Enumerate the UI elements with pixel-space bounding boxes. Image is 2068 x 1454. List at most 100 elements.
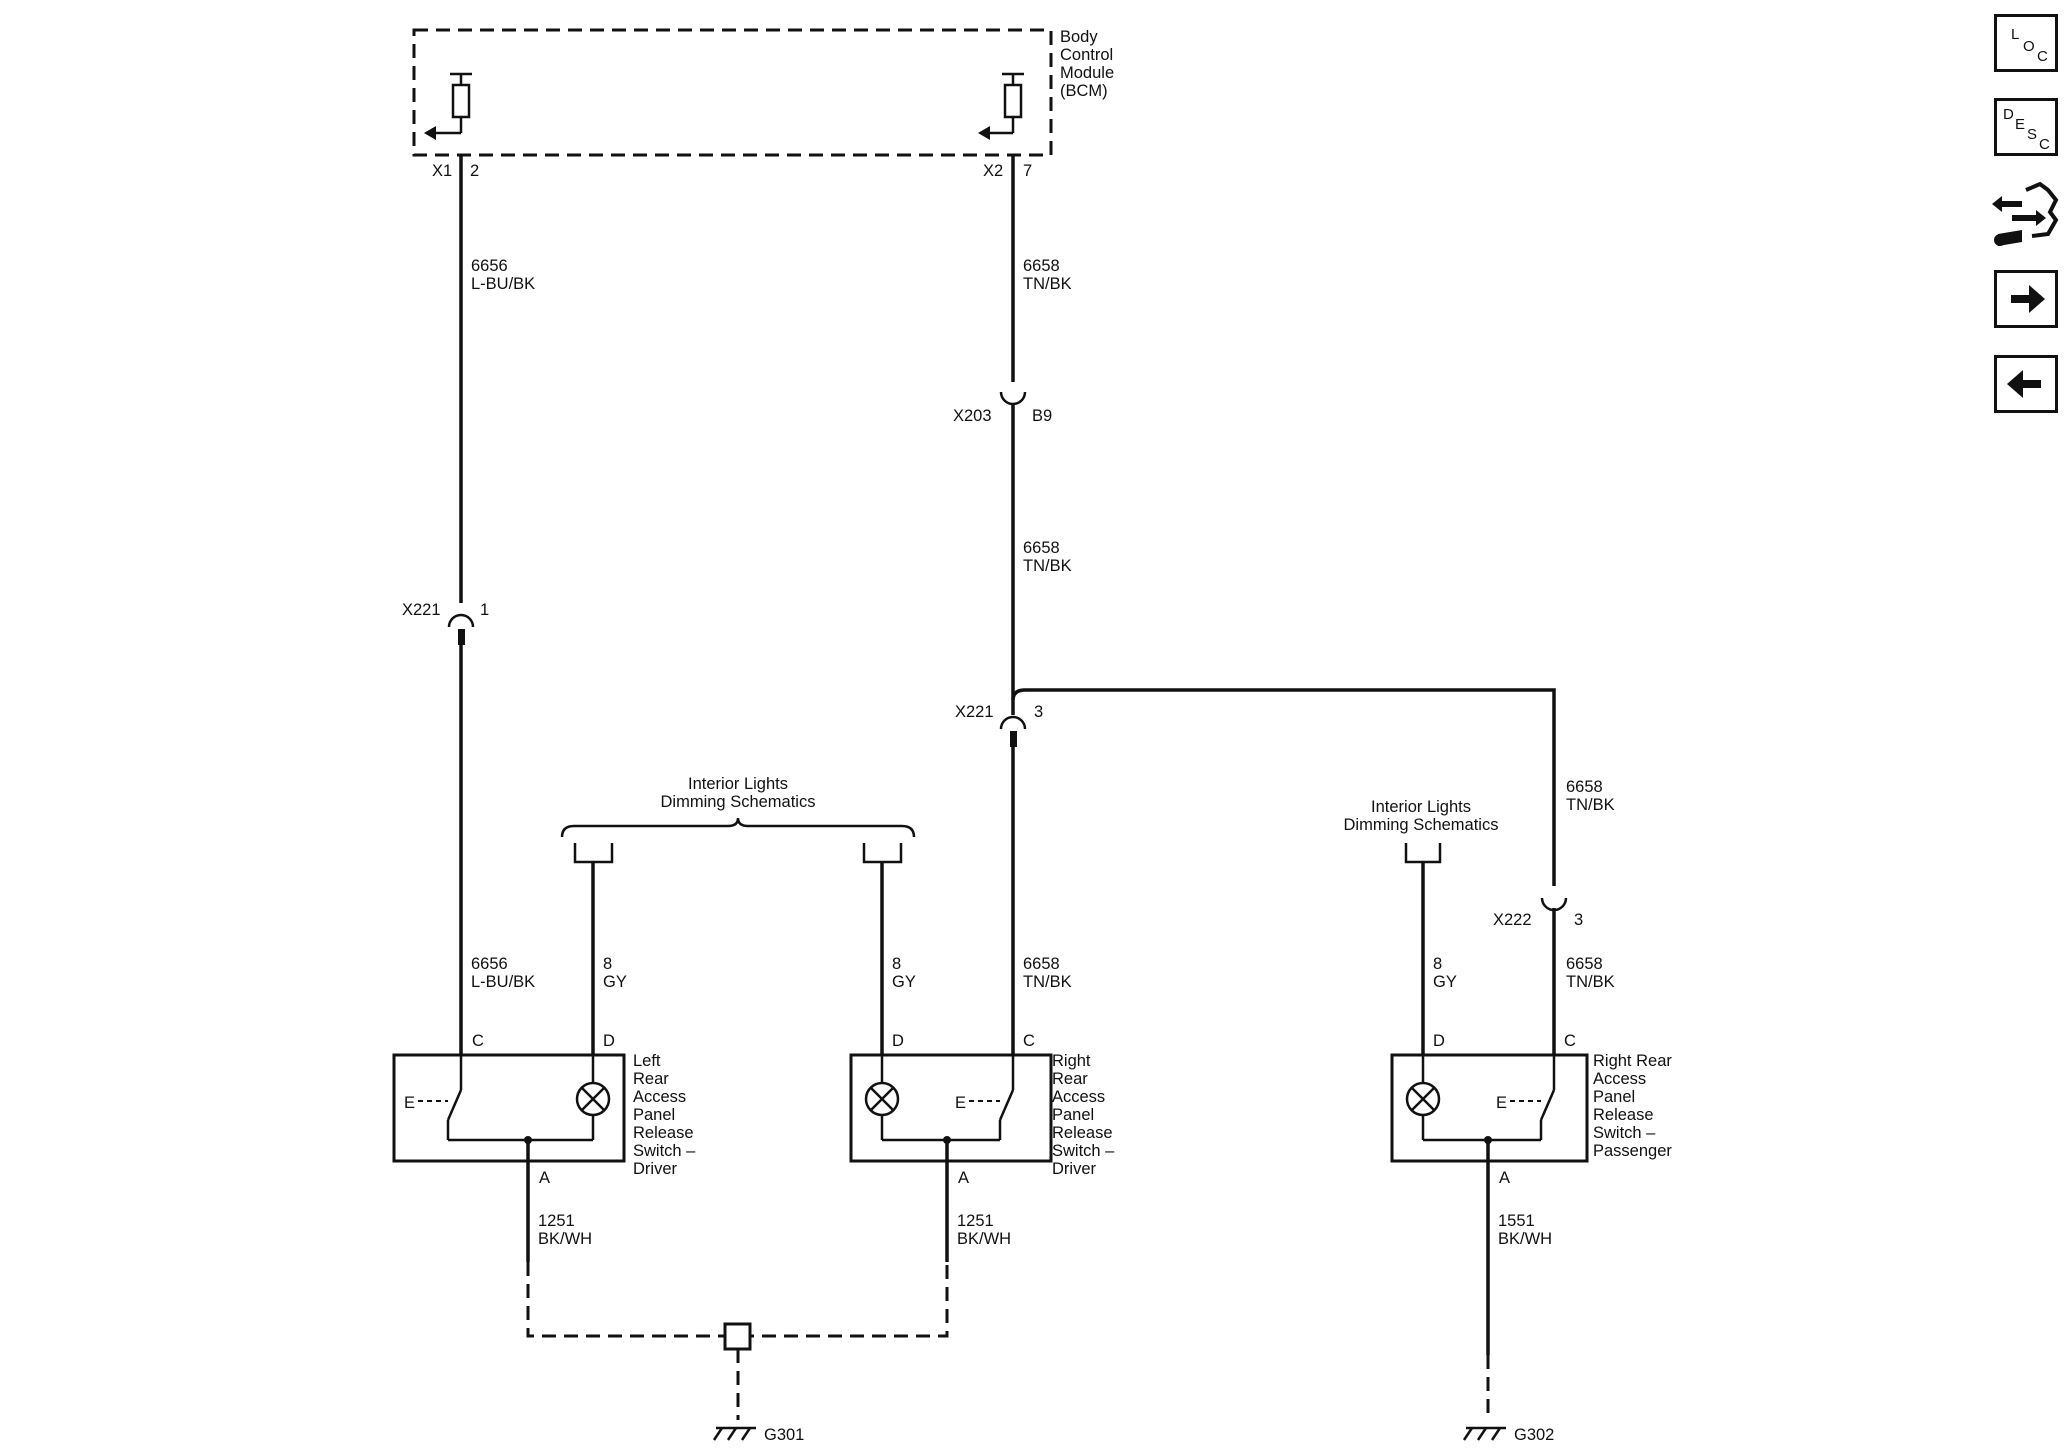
wire-6658-middle-color: TN/BK	[1023, 557, 1072, 575]
svg-text:E: E	[404, 1094, 415, 1112]
wire-6658-passenger-color: TN/BK	[1566, 973, 1615, 991]
switch-mid-name-1: Right	[1052, 1052, 1091, 1070]
ground-splice-block	[723, 1322, 752, 1351]
switch-right-name-1: Right Rear	[1593, 1052, 1672, 1070]
wire-6658-branch-color: TN/BK	[1566, 796, 1615, 814]
bcm-name-line-3: Module	[1060, 64, 1114, 82]
bcm-left-connector-pin: 2	[470, 162, 479, 180]
wiring-diagram: Body Control Module (BCM) X1 2 X2 7 6656…	[392, 28, 1672, 1444]
switch-mid-name-6: Switch –	[1052, 1142, 1115, 1160]
switch-right-name-2: Access	[1593, 1070, 1646, 1088]
wire-6658-upper-color: TN/BK	[1023, 275, 1072, 293]
desc-letter-c: C	[2039, 136, 2050, 153]
desc-letter-e: E	[2015, 116, 2025, 133]
x203-inline-connector	[999, 391, 1027, 406]
switch-right-pin-d: D	[1433, 1032, 1445, 1050]
bcm-left-connector-id: X1	[432, 162, 452, 180]
switch-left-name-4: Panel	[633, 1106, 675, 1124]
loc-letter-l: L	[2011, 26, 2019, 43]
svg-text:E: E	[1496, 1094, 1507, 1112]
switch-left-name-3: Access	[633, 1088, 686, 1106]
switch-mid-name-5: Release	[1052, 1124, 1113, 1142]
switch-right-name-6: Passenger	[1593, 1142, 1672, 1160]
dimming-ref-left-line-2: Dimming Schematics	[661, 793, 816, 811]
switch-mid-pin-a: A	[958, 1169, 969, 1187]
switch-right-pin-a: A	[1499, 1169, 1510, 1187]
switch-mid-name-2: Rear	[1052, 1070, 1088, 1088]
bcm-left-output-symbol	[424, 72, 472, 140]
desc-letter-s: S	[2027, 126, 2037, 143]
ground-g302-symbol	[1462, 1426, 1506, 1441]
dimming-terminal-right	[1404, 843, 1442, 864]
switch-mid-name-4: Panel	[1052, 1106, 1094, 1124]
switch-mid-pin-c: C	[1023, 1032, 1035, 1050]
switch-right-name-4: Release	[1593, 1106, 1654, 1124]
wire-8-left-color: GY	[603, 973, 627, 991]
dimming-ref-right-line-1: Interior Lights	[1371, 798, 1471, 816]
wire-6658-middle-circuit: 6658	[1023, 539, 1060, 557]
wire-6658-lower-color: TN/BK	[1023, 973, 1072, 991]
loc-letter-o: O	[2023, 38, 2035, 55]
loc-button[interactable]: L O C	[1994, 14, 2058, 72]
switch-left-name-2: Rear	[633, 1070, 669, 1088]
bcm-name-line-1: Body	[1060, 28, 1098, 46]
bcm-module-outline	[412, 28, 1053, 157]
arrow-left-icon	[2007, 370, 2041, 398]
x203-id: X203	[953, 407, 992, 425]
wire-1551-circuit: 1551	[1498, 1212, 1535, 1230]
wire-6656-upper-circuit: 6656	[471, 257, 508, 275]
switch-mid-pin-d: D	[892, 1032, 904, 1050]
wire-8-left-circuit: 8	[603, 955, 612, 973]
x221-left-pin: 1	[480, 601, 489, 619]
next-page-button[interactable]	[1994, 270, 2058, 328]
wire-8-right-circuit: 8	[1433, 955, 1442, 973]
switch-left-name-5: Release	[633, 1124, 694, 1142]
loc-icon: L O C	[2011, 26, 2048, 65]
arrow-right-icon	[2011, 285, 2045, 313]
switch-mid-name-7: Driver	[1052, 1160, 1097, 1178]
previous-page-button[interactable]	[1994, 355, 2058, 413]
ground-dashed-bus-left	[526, 1262, 949, 1338]
wire-6658-passenger-circuit: 6658	[1566, 955, 1603, 973]
wire-6656-lower-color: L-BU/BK	[471, 973, 535, 991]
desc-icon: D E S C	[2003, 106, 2050, 153]
bcm-name-line-4: (BCM)	[1060, 82, 1108, 100]
wire-6656-upper-color: L-BU/BK	[471, 275, 535, 293]
switch-right-pin-c: C	[1564, 1032, 1576, 1050]
wire-8-right-color: GY	[1433, 973, 1457, 991]
wire-1251-left-circuit: 1251	[538, 1212, 575, 1230]
ground-g302-label: G302	[1514, 1426, 1554, 1444]
connector-info-button[interactable]	[1992, 180, 2060, 254]
switch-left-name-7: Driver	[633, 1160, 678, 1178]
wire-6658-branch-circuit: 6658	[1566, 778, 1603, 796]
switch-left-rear-driver: E	[392, 1053, 626, 1163]
wire-6658-branch-right	[1011, 688, 1556, 886]
dimming-ref-left-line-1: Interior Lights	[688, 775, 788, 793]
dimming-terminal-left-a	[573, 843, 614, 864]
loc-letter-c: C	[2037, 48, 2048, 65]
wire-1251-left-color: BK/WH	[538, 1230, 592, 1248]
wire-6656-lower-circuit: 6656	[471, 955, 508, 973]
bcm-right-connector-pin: 7	[1023, 162, 1032, 180]
x221-pin1-inline-connector	[447, 613, 475, 645]
switch-right-rear-driver: E	[849, 1053, 1053, 1163]
switch-left-pin-d: D	[603, 1032, 615, 1050]
bcm-right-output-symbol	[978, 72, 1024, 140]
dimming-terminal-left-b	[862, 843, 903, 864]
x221-left-id: X221	[402, 601, 441, 619]
bcm-name-line-2: Control	[1060, 46, 1113, 64]
x221-mid-pin: 3	[1034, 703, 1043, 721]
x221-mid-id: X221	[955, 703, 994, 721]
dimming-ref-right-line-2: Dimming Schematics	[1344, 816, 1499, 834]
wire-8-mid-color: GY	[892, 973, 916, 991]
bcm-right-connector-id: X2	[983, 162, 1003, 180]
ground-g301-label: G301	[764, 1426, 804, 1444]
wire-1551-color: BK/WH	[1498, 1230, 1552, 1248]
x222-pin: 3	[1574, 911, 1583, 929]
svg-text:E: E	[955, 1094, 966, 1112]
desc-button[interactable]: D E S C	[1994, 98, 2058, 156]
wire-1251-mid-circuit: 1251	[957, 1212, 994, 1230]
connector-wrench-icon	[1992, 181, 2059, 246]
ground-g301-symbol	[712, 1426, 756, 1441]
switch-right-name-3: Panel	[1593, 1088, 1635, 1106]
